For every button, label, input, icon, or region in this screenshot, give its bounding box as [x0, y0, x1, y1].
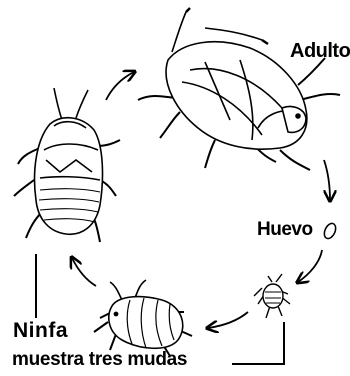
arrow-nymph-to-adult — [106, 72, 134, 100]
egg-illustration — [322, 222, 338, 241]
label-molts: muestra tres mudas — [12, 350, 187, 369]
large-nymph-illustration — [14, 88, 120, 242]
adult-bug-illustration — [138, 8, 340, 170]
arrow-adult-to-egg — [324, 160, 330, 200]
arrow-medium-to-large-nymph — [72, 258, 96, 286]
label-adult: Adulto — [290, 41, 350, 61]
small-nymph-illustration — [254, 274, 290, 318]
label-nymph: Ninfa — [13, 320, 68, 341]
arrow-small-to-medium-nymph — [208, 312, 248, 328]
molts-bracket-line — [232, 322, 284, 364]
label-egg: Huevo — [257, 220, 313, 239]
arrow-egg-to-small-nymph — [298, 250, 322, 282]
medium-nymph-illustration — [94, 280, 192, 356]
